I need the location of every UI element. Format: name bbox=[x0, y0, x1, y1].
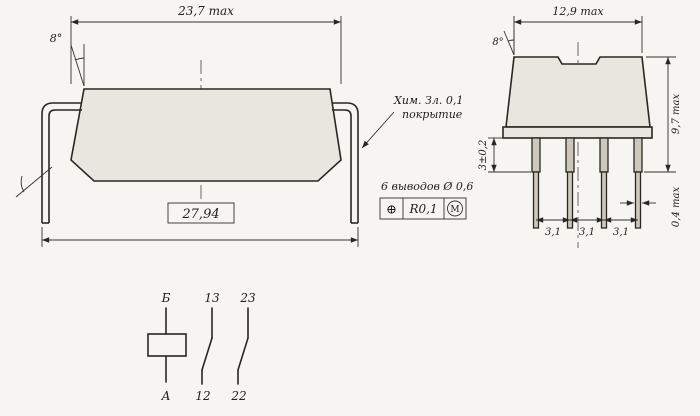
dim-frame-27-94: 27,94 bbox=[167, 202, 235, 224]
relay-body-end bbox=[505, 56, 651, 128]
lead-4-shoulder bbox=[633, 137, 643, 173]
schematic: Б 13 23 А 12 22 bbox=[147, 291, 256, 403]
frame-dim-label: 27,94 bbox=[181, 207, 219, 222]
terminal-label-23: 23 bbox=[239, 291, 256, 305]
mmc-modifier: M bbox=[450, 205, 459, 215]
position-tolerance-icon: ⊕ bbox=[386, 203, 397, 218]
dim-shoulder-label: 3±0,2 bbox=[478, 140, 489, 171]
terminal-label-12: 12 bbox=[195, 389, 210, 403]
end-view-leads bbox=[531, 137, 643, 229]
terminal-label-B: Б bbox=[161, 291, 171, 305]
lead-3-shoulder bbox=[599, 137, 609, 173]
terminal-label-A: А bbox=[160, 389, 170, 403]
lead-bend-angle-mark bbox=[15, 166, 53, 198]
coating-note: Хим. Зл. 0,1 покрытие bbox=[361, 94, 463, 149]
end-view: 12,9 max 8° 9,7 max 0,4 max 3±0,2 bbox=[478, 5, 682, 248]
dim-length-23-7: 23,7 max bbox=[70, 4, 342, 84]
lead-1-pin bbox=[532, 171, 540, 229]
lead-2-pin bbox=[566, 171, 574, 229]
side-draft-angle: 8° bbox=[50, 32, 85, 87]
coating-note-line1: Хим. Зл. 0,1 bbox=[393, 94, 463, 107]
right-lead bbox=[332, 102, 359, 224]
dim-height-9-7: 9,7 max bbox=[644, 56, 682, 173]
dim-pitch: 3,1 3,1 3,1 bbox=[536, 217, 638, 238]
dim-lead-span bbox=[41, 227, 359, 247]
side-angle-label: 8° bbox=[50, 32, 63, 45]
lead-1-shoulder bbox=[531, 137, 541, 173]
lead-2-shoulder bbox=[565, 137, 575, 173]
dim-shoulder: 3±0,2 bbox=[478, 137, 531, 173]
terminal-label-22: 22 bbox=[230, 389, 246, 403]
pitch-label-1: 3,1 bbox=[545, 227, 561, 238]
pitch-label-3: 3,1 bbox=[613, 227, 629, 238]
lead-4-pin bbox=[634, 171, 642, 229]
dim-width-label: 12,9 max bbox=[552, 5, 604, 18]
terminal-label-13: 13 bbox=[204, 291, 220, 305]
dim-length-label: 23,7 max bbox=[177, 4, 234, 18]
leads-note: 6 выводов Ø 0,6 bbox=[381, 180, 473, 193]
base-flange bbox=[502, 126, 653, 139]
coil-symbol bbox=[147, 333, 187, 357]
dim-width-12-9: 12,9 max bbox=[513, 5, 643, 53]
left-lead bbox=[41, 102, 82, 224]
mmc-circle-icon bbox=[447, 200, 463, 217]
dim-lead-thickness: 0,4 max bbox=[620, 187, 682, 228]
contact-13-12 bbox=[201, 307, 213, 385]
dim-lead-thickness-label: 0,4 max bbox=[671, 187, 682, 228]
end-draft-angle: 8° bbox=[492, 30, 515, 56]
lead-3-pin bbox=[600, 171, 608, 229]
pitch-label-2: 3,1 bbox=[579, 227, 595, 238]
dim-height-label: 9,7 max bbox=[671, 94, 682, 135]
contact-23-22 bbox=[237, 307, 249, 385]
tolerance-value: R0,1 bbox=[408, 202, 437, 216]
end-angle-label: 8° bbox=[492, 37, 503, 48]
coating-note-line2: покрытие bbox=[402, 108, 463, 121]
side-view: 23,7 max 8° 27,94 Хим. Зл. 0,1 bbox=[15, 4, 473, 247]
feature-control-frame: ⊕ R0,1 M bbox=[379, 197, 467, 220]
relay-body-side bbox=[70, 88, 342, 182]
